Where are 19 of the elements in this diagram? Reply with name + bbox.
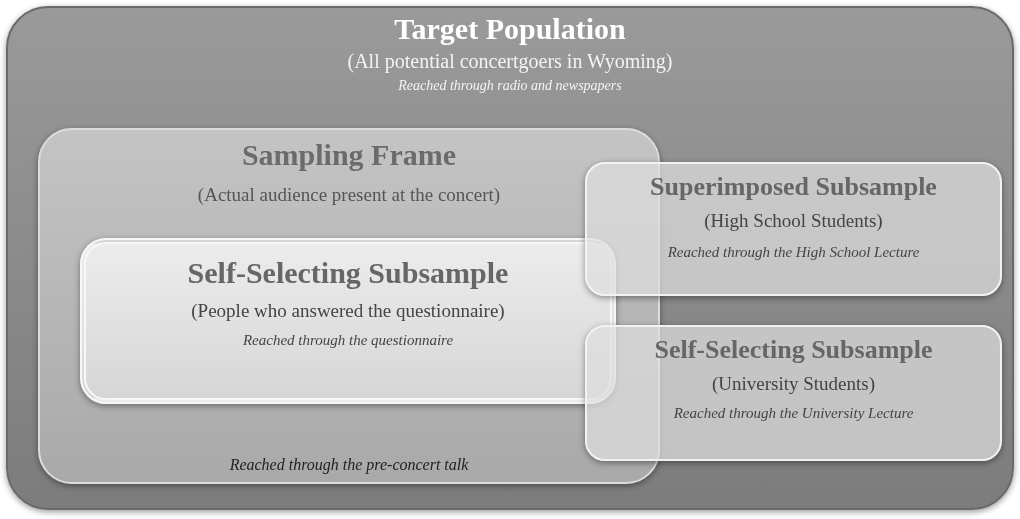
group-box [80,238,616,404]
group-box [585,162,1002,296]
heading: Target Population [393,12,627,46]
heading: Self-Selecting Subsample [186,256,510,290]
heading: Self-Selecting Subsample [653,335,934,365]
note: Reached through the High School Lecture [666,244,921,261]
subtitle: (All potential concertgoers in Wyoming) [346,50,674,73]
heading: Superimposed Subsample [649,172,938,202]
outer-panel [6,6,1014,510]
subtitle: (People who answered the questionnaire) [190,300,506,322]
note: Reached through the pre-concert talk [228,456,470,474]
note: Reached through radio and newspapers [397,78,623,94]
group-box [585,325,1002,461]
subtitle: (Actual audience present at the concert) [196,184,502,206]
subtitle: (High School Students) [703,210,884,232]
note: Reached through the University Lecture [672,405,915,422]
note: Reached through the questionnaire [241,332,455,349]
subtitle: (University Students) [710,373,877,395]
heading: Sampling Frame [240,138,458,172]
